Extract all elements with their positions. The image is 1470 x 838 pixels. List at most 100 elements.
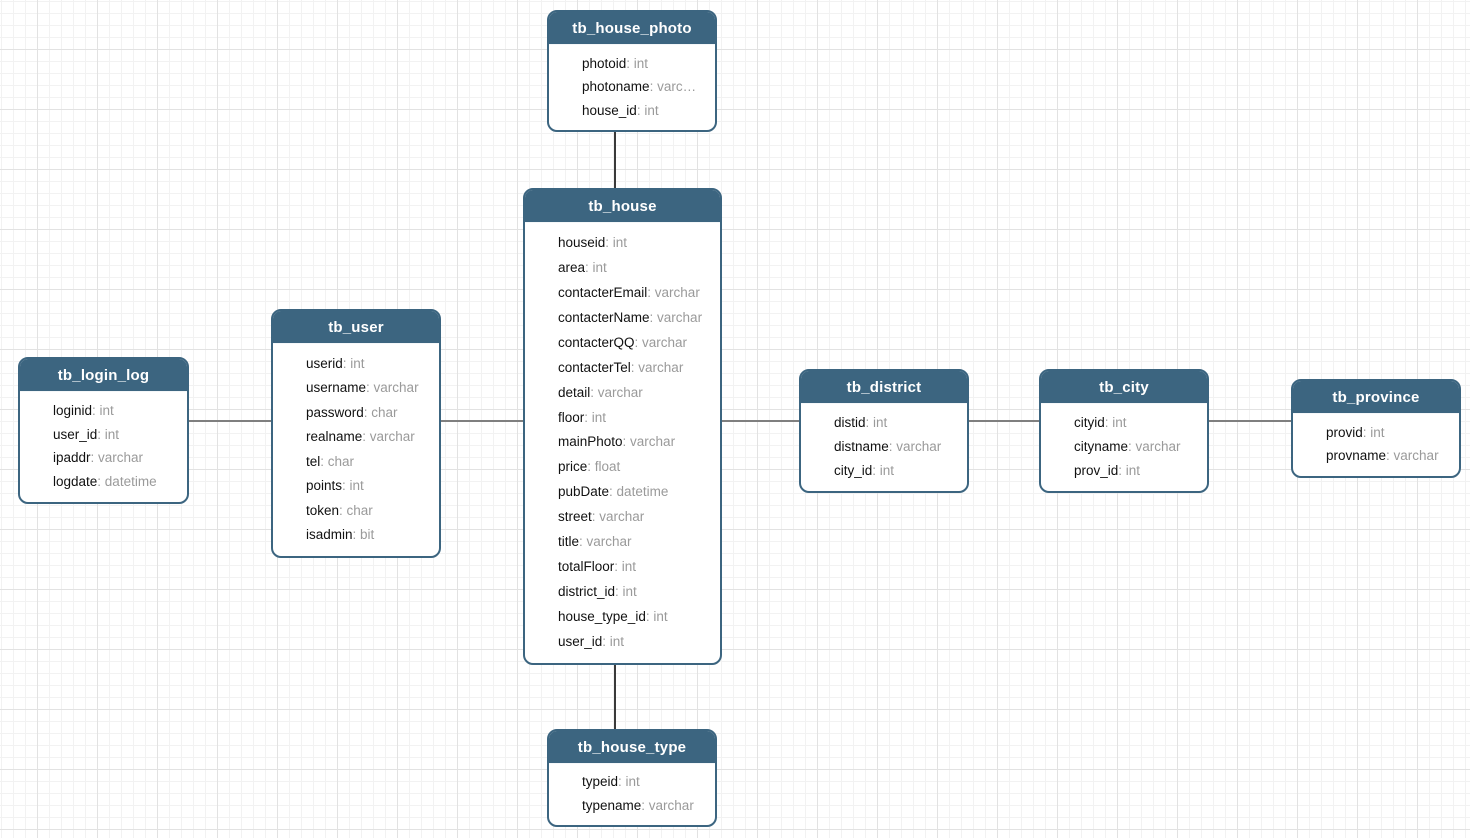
field-row[interactable]: totalFloor: int <box>525 560 714 575</box>
field-row[interactable]: logdate: datetime <box>20 475 181 490</box>
entity-header-tb-province[interactable]: tb_province <box>1293 381 1459 414</box>
field-row[interactable]: photoname: varc… <box>549 80 709 95</box>
field-row[interactable]: price: float <box>525 460 714 475</box>
field-name: photoid <box>582 56 627 71</box>
field-row[interactable]: loginid: int <box>20 404 181 419</box>
field-name: house_id <box>582 103 637 118</box>
entity-title: tb_login_log <box>57 366 150 384</box>
field-row[interactable]: contacterName: varchar <box>525 311 714 326</box>
field-row[interactable]: house_type_id: int <box>525 610 714 625</box>
field-type: : int <box>342 479 364 494</box>
connector-tb_house-tb_house_type[interactable] <box>614 665 616 729</box>
field-name: city_id <box>834 464 873 479</box>
field-type: : int <box>626 56 649 71</box>
connector-tb_user-tb_house[interactable] <box>441 420 523 422</box>
entity-header-tb-house-photo[interactable]: tb_house_photo <box>549 12 715 45</box>
field-row[interactable]: provid: int <box>1293 426 1453 441</box>
field-row[interactable]: contacterQQ: varchar <box>525 336 714 351</box>
field-row[interactable]: points: int <box>273 479 433 494</box>
field-row[interactable]: ipaddr: varchar <box>20 451 181 466</box>
field-row[interactable]: floor: int <box>525 411 714 426</box>
entity-header-tb-house[interactable]: tb_house <box>525 190 720 223</box>
connector-tb_login_log-tb_user[interactable] <box>189 420 271 422</box>
field-row[interactable]: typeid: int <box>549 775 709 790</box>
field-name: typeid <box>582 775 619 790</box>
field-row[interactable]: city_id: int <box>801 464 961 479</box>
entity-header-tb-city[interactable]: tb_city <box>1041 371 1207 404</box>
connector-tb_city-tb_province[interactable] <box>1209 420 1291 422</box>
field-row[interactable]: district_id: int <box>525 585 714 600</box>
field-row[interactable]: contacterEmail: varchar <box>525 286 714 301</box>
field-row[interactable]: houseid: int <box>525 236 714 251</box>
entity-tb-login-log[interactable]: tb_login_log loginid: int user_id: int ipa… <box>18 357 189 504</box>
field-row[interactable]: password: char <box>273 406 433 421</box>
entity-header-tb-house-type[interactable]: tb_house_type <box>549 731 715 764</box>
field-type: : int <box>1118 464 1141 479</box>
field-type: : int <box>585 261 607 275</box>
field-row[interactable]: user_id: int <box>20 428 181 443</box>
entity-title: tb_province <box>1332 388 1420 406</box>
field-row[interactable]: prov_id: int <box>1041 464 1201 479</box>
field-row[interactable]: contacterTel: varchar <box>525 361 714 376</box>
field-row[interactable]: photoid: int <box>549 57 709 72</box>
field-row[interactable]: username: varchar <box>273 381 433 396</box>
connector-tb_house_photo-tb_house[interactable] <box>614 132 616 188</box>
entity-fields: provid: int provname: varchar <box>1293 414 1459 476</box>
field-row[interactable]: house_id: int <box>549 104 709 119</box>
field-type: : varchar <box>630 360 684 375</box>
field-type: : int <box>1104 416 1127 431</box>
field-type: : int <box>865 416 888 431</box>
field-type: : varchar <box>579 535 632 550</box>
field-row[interactable]: detail: varchar <box>525 386 714 401</box>
field-type: : varchar <box>362 430 415 445</box>
field-type: : varchar <box>590 385 643 400</box>
field-name: photoname <box>582 80 650 95</box>
field-row[interactable]: pubDate: datetime <box>525 485 714 500</box>
field-row[interactable]: realname: varchar <box>273 430 433 445</box>
field-type: : varchar <box>634 335 688 350</box>
field-name: token <box>306 503 340 518</box>
field-type: : datetime <box>609 485 669 500</box>
field-row[interactable]: cityname: varchar <box>1041 440 1201 455</box>
field-row[interactable]: user_id: int <box>525 635 714 650</box>
field-row[interactable]: isadmin: bit <box>273 528 433 543</box>
field-row[interactable]: userid: int <box>273 357 433 372</box>
entity-header-tb-district[interactable]: tb_district <box>801 371 967 404</box>
field-row[interactable]: area: int <box>525 261 714 276</box>
entity-tb-house-type[interactable]: tb_house_type typeid: int typename: varch… <box>547 729 717 827</box>
field-name: area <box>558 261 586 275</box>
field-type: : int <box>636 103 659 118</box>
field-row[interactable]: distname: varchar <box>801 440 961 455</box>
field-row[interactable]: title: varchar <box>525 535 714 550</box>
field-type: : bit <box>352 528 375 543</box>
field-row[interactable]: provname: varchar <box>1293 449 1453 464</box>
field-name: provid <box>1326 425 1363 440</box>
entity-title: tb_district <box>846 378 922 396</box>
entity-header-tb-login-log[interactable]: tb_login_log <box>20 359 187 392</box>
entity-tb-user[interactable]: tb_user userid: int username: varchar pass… <box>271 309 441 558</box>
field-row[interactable]: mainPhoto: varchar <box>525 435 714 450</box>
field-row[interactable]: distid: int <box>801 416 961 431</box>
connector-tb_house-tb_district[interactable] <box>722 420 799 422</box>
field-row[interactable]: typename: varchar <box>549 799 709 814</box>
connector-tb_district-tb_city[interactable] <box>969 420 1039 422</box>
field-name: distid <box>834 416 866 431</box>
field-row[interactable]: street: varchar <box>525 510 714 525</box>
field-row[interactable]: cityid: int <box>1041 416 1201 431</box>
entity-title: tb_house_type <box>577 738 687 756</box>
entity-header-tb-user[interactable]: tb_user <box>273 311 439 344</box>
field-row[interactable]: token: char <box>273 504 433 519</box>
field-row[interactable]: tel: char <box>273 455 433 470</box>
field-name: cityid <box>1074 416 1105 431</box>
field-name: district_id <box>558 584 616 599</box>
field-name: realname <box>306 430 363 445</box>
entity-tb-district[interactable]: tb_district distid: int distname: varchar… <box>799 369 969 493</box>
entity-tb-province[interactable]: tb_province provid: int provname: varchar <box>1291 379 1461 478</box>
field-name: detail <box>558 385 591 400</box>
field-type: : int <box>605 236 628 251</box>
